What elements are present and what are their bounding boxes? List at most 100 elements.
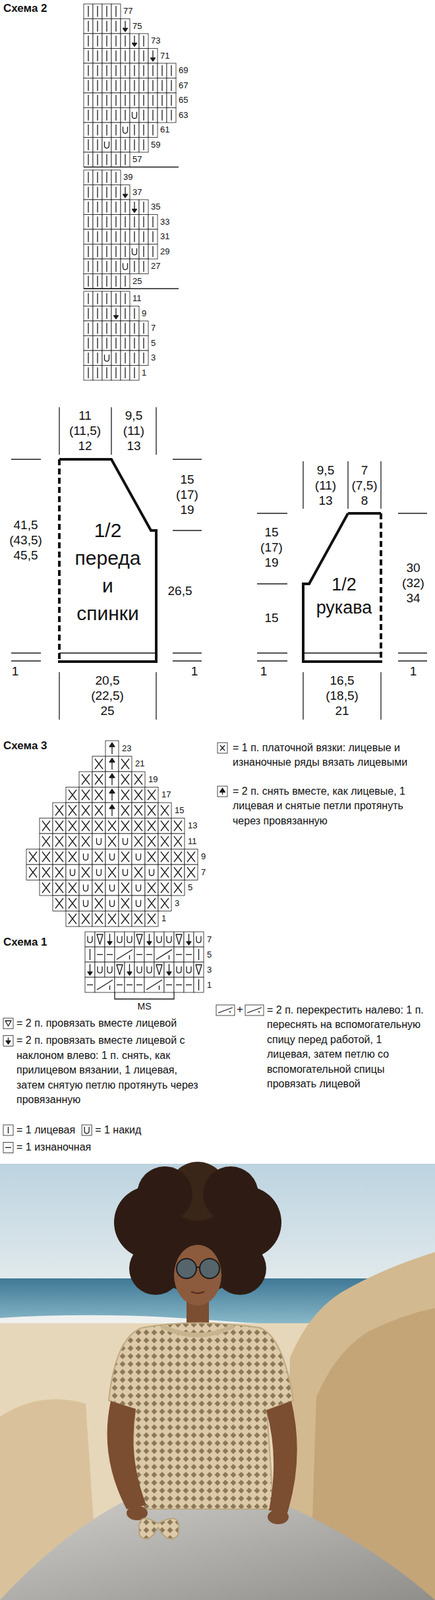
knit-symbol — [106, 172, 107, 184]
knit-two-together-symbol — [136, 934, 143, 945]
chart-cell — [94, 947, 105, 963]
garter-symbol — [121, 883, 130, 894]
row-number: 7 — [206, 934, 212, 946]
knit-symbol — [170, 94, 172, 107]
garter-symbol — [42, 836, 51, 847]
chart-cell — [139, 78, 149, 94]
dimension-tick — [11, 652, 41, 654]
decrease-symbol — [186, 941, 192, 946]
chart-cell — [105, 895, 119, 912]
knit-symbol — [96, 293, 98, 305]
garter-symbol — [134, 774, 143, 785]
hair — [129, 1242, 182, 1296]
yarn-over-symbol — [146, 966, 152, 974]
chart-cell — [111, 244, 121, 260]
chart-cell — [65, 818, 80, 835]
hair — [213, 1242, 267, 1296]
knit-symbol — [133, 94, 135, 107]
chart-cell — [52, 880, 66, 897]
cross-symbol — [229, 1011, 231, 1014]
chart-cell — [111, 92, 121, 109]
garter-symbol — [187, 867, 196, 878]
dimension-tick — [257, 652, 288, 654]
chart-cell — [92, 895, 106, 912]
garter-symbol — [174, 883, 182, 894]
knit-symbol — [87, 80, 89, 92]
chart-cell — [120, 291, 130, 307]
chart-cell — [120, 306, 130, 322]
garter-symbol — [94, 805, 103, 816]
yarn-over-symbol — [136, 853, 142, 861]
garter-symbol — [94, 852, 103, 863]
chart-cell — [92, 244, 103, 260]
chart-cell — [216, 1005, 235, 1016]
garter-symbol — [81, 914, 90, 925]
chart-cell — [83, 306, 93, 322]
chart-cell — [174, 931, 184, 948]
chart-cell — [157, 108, 167, 124]
chart-cell — [166, 78, 176, 94]
knit-symbol — [106, 35, 107, 47]
chart-cell — [104, 962, 115, 978]
chart-cell — [124, 962, 135, 978]
row-number: 71 — [160, 50, 170, 62]
chart-cell — [65, 802, 80, 819]
garter-symbol — [108, 821, 116, 832]
dimension-label: 15 — [264, 610, 279, 627]
chart-cell — [85, 962, 95, 978]
chart-cell — [81, 1125, 92, 1136]
chart-cell — [120, 137, 130, 153]
garter-symbol — [134, 914, 143, 925]
knit-symbol — [124, 80, 126, 92]
garter-symbol — [55, 898, 64, 909]
knit-symbol — [96, 201, 98, 213]
purl-symbol — [185, 984, 192, 986]
knit-symbol — [87, 231, 89, 243]
yarn-over-symbol — [149, 869, 155, 876]
knit-symbol — [133, 50, 135, 62]
knit-two-together-symbol — [156, 964, 163, 975]
chart-cell — [131, 771, 145, 788]
dimension-label: 16,5 (18,5) 21 — [325, 673, 359, 719]
legend-text: = 1 п. платочной вязки: лицевые и изнано… — [232, 740, 424, 771]
garter-symbol — [68, 821, 77, 832]
knit-symbol — [96, 187, 98, 199]
chart-cell — [83, 291, 93, 307]
garter-symbol — [147, 852, 156, 863]
row-number: 5 — [150, 338, 156, 349]
knit-symbol — [133, 322, 135, 335]
purl-symbol — [166, 984, 173, 986]
cross-symbol — [168, 955, 170, 961]
section-break-line — [83, 166, 179, 168]
chart-cell — [105, 787, 119, 804]
chart-cell — [118, 895, 132, 912]
knit-symbol — [87, 293, 89, 305]
knit-symbol — [198, 949, 200, 961]
cross-symbol — [129, 955, 130, 961]
sunglasses — [199, 1258, 220, 1279]
chart-cell — [92, 274, 103, 290]
chart-cell — [154, 931, 165, 948]
chart-cell — [111, 229, 121, 245]
garter-symbol — [121, 774, 130, 785]
garter-symbol — [147, 836, 156, 847]
yarn-over-symbol — [136, 884, 142, 892]
outline-line — [348, 512, 381, 515]
knit-symbol — [124, 201, 126, 213]
garter-symbol — [147, 898, 156, 909]
skirt — [0, 1498, 435, 1600]
chart-cell — [158, 833, 172, 850]
chart-cell — [83, 3, 93, 20]
chart-cell — [145, 864, 159, 881]
row-number: 5 — [206, 949, 212, 961]
chart-1-grid — [85, 931, 204, 1000]
knit-symbol — [143, 201, 144, 213]
yarn-over-symbol — [70, 869, 76, 876]
knit-symbol — [124, 276, 126, 288]
knit-symbol — [96, 50, 98, 62]
knit-symbol — [124, 50, 126, 62]
hair — [137, 1166, 193, 1222]
chart-cell — [144, 977, 165, 993]
chart-cell — [111, 33, 121, 49]
chart-cell — [94, 977, 115, 993]
